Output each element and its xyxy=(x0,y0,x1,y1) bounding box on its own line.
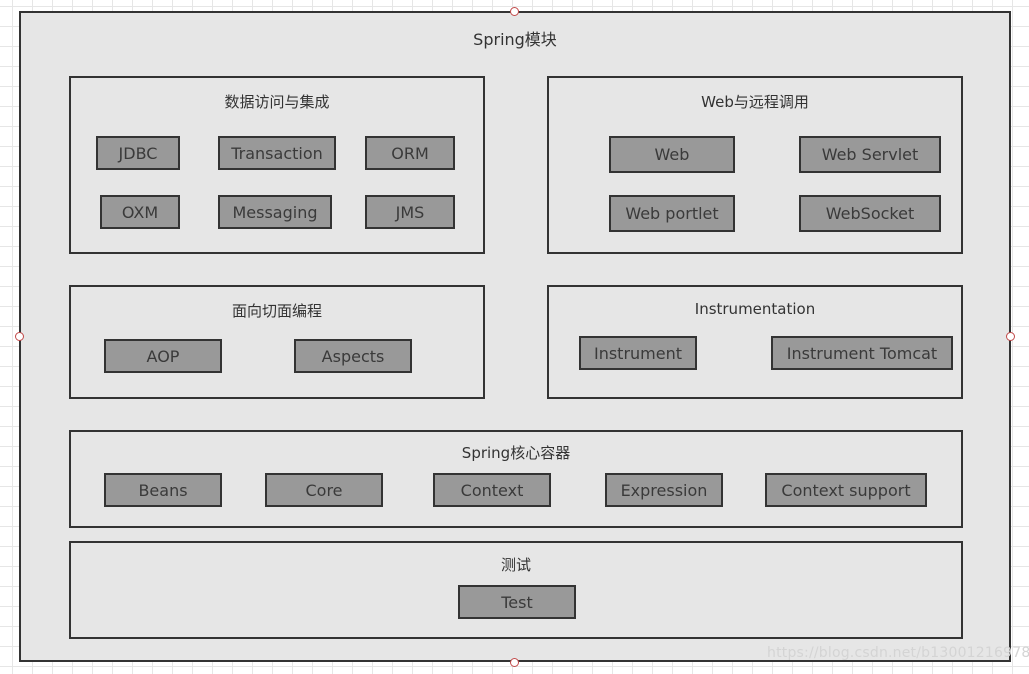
group-title-data-access: 数据访问与集成 xyxy=(224,93,330,111)
module-transaction[interactable]: Transaction xyxy=(218,136,336,170)
module-web[interactable]: Web xyxy=(609,136,735,173)
module-aspects[interactable]: Aspects xyxy=(294,339,412,373)
module-aop[interactable]: AOP xyxy=(104,339,222,373)
module-jms[interactable]: JMS xyxy=(365,195,455,229)
module-oxm[interactable]: OXM xyxy=(100,195,180,229)
group-core-container[interactable]: Spring核心容器 Beans Core Context Expression… xyxy=(69,430,963,528)
module-instrument[interactable]: Instrument xyxy=(579,336,697,370)
group-aop[interactable]: 面向切面编程 AOP Aspects xyxy=(69,285,485,399)
spring-modules-container[interactable]: Spring模块 数据访问与集成 JDBC Transaction ORM OX… xyxy=(19,11,1011,662)
module-context[interactable]: Context xyxy=(433,473,551,507)
module-messaging[interactable]: Messaging xyxy=(218,195,332,229)
module-orm[interactable]: ORM xyxy=(365,136,455,170)
module-context-support[interactable]: Context support xyxy=(765,473,927,507)
resize-handle-left[interactable] xyxy=(15,332,24,341)
group-data-access[interactable]: 数据访问与集成 JDBC Transaction ORM OXM Messagi… xyxy=(69,76,485,254)
group-web-remoting[interactable]: Web与远程调用 Web Web Servlet Web portlet Web… xyxy=(547,76,963,254)
group-title-web-remoting: Web与远程调用 xyxy=(701,93,809,111)
resize-handle-top[interactable] xyxy=(510,7,519,16)
watermark: https://blog.csdn.net/b13001216978 xyxy=(767,645,1029,661)
group-instrumentation[interactable]: Instrumentation Instrument Instrument To… xyxy=(547,285,963,399)
group-test[interactable]: 测试 Test xyxy=(69,541,963,639)
module-instrument-tomcat[interactable]: Instrument Tomcat xyxy=(771,336,953,370)
module-web-servlet[interactable]: Web Servlet xyxy=(799,136,941,173)
group-title-test: 测试 xyxy=(500,556,531,574)
module-test[interactable]: Test xyxy=(458,585,576,619)
group-title-core-container: Spring核心容器 xyxy=(461,444,571,462)
group-title-aop: 面向切面编程 xyxy=(231,302,322,320)
diagram-title: Spring模块 xyxy=(473,30,557,49)
module-expression[interactable]: Expression xyxy=(605,473,723,507)
module-websocket[interactable]: WebSocket xyxy=(799,195,941,232)
module-web-portlet[interactable]: Web portlet xyxy=(609,195,735,232)
module-beans[interactable]: Beans xyxy=(104,473,222,507)
resize-handle-bottom[interactable] xyxy=(510,658,519,667)
module-core[interactable]: Core xyxy=(265,473,383,507)
group-title-instrumentation: Instrumentation xyxy=(694,300,816,318)
module-jdbc[interactable]: JDBC xyxy=(96,136,180,170)
resize-handle-right[interactable] xyxy=(1006,332,1015,341)
